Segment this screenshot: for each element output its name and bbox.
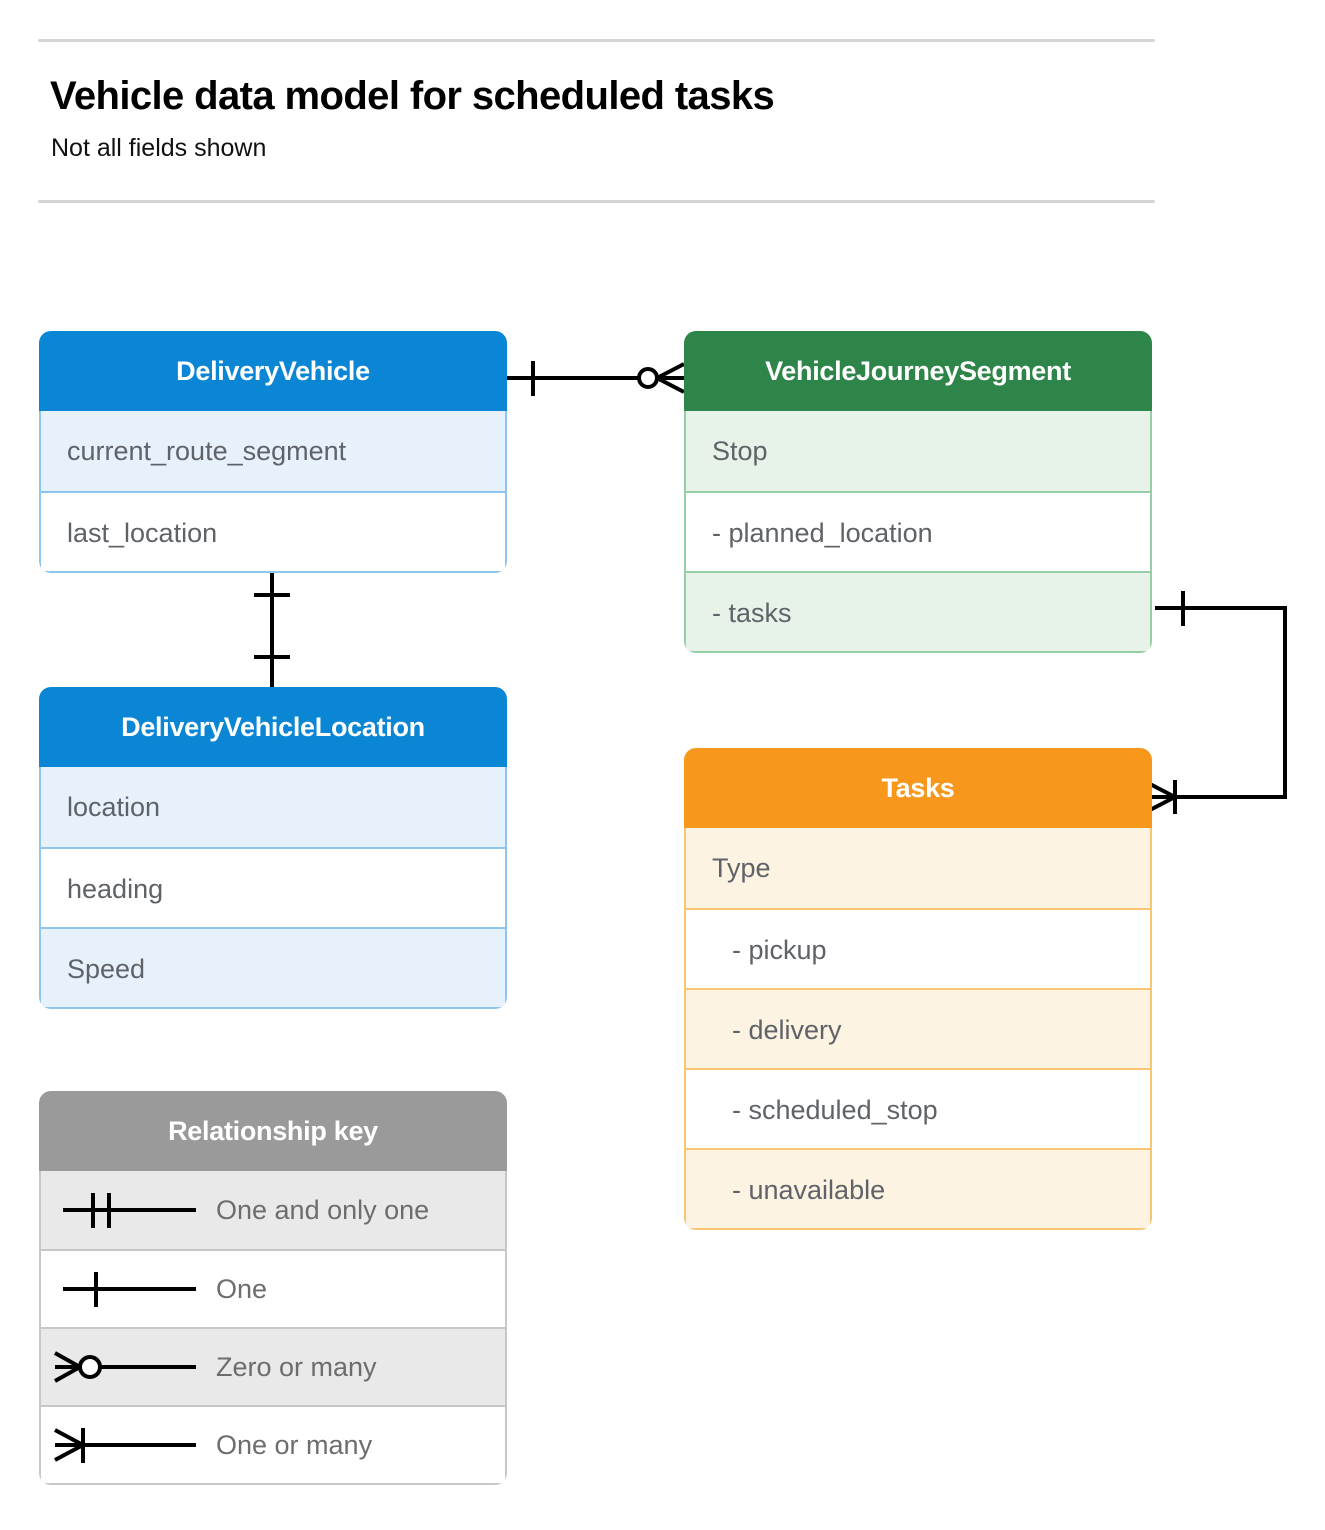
entity-field-row[interactable]: current_route_segment [41,411,505,491]
legend-item-zero-or-many[interactable]: Zero or many [41,1327,505,1405]
entity-field-list: Stop - planned_location - tasks [684,411,1152,653]
legend-list: One and only one One Zero or many [39,1171,507,1485]
one-or-many-icon [54,1428,196,1463]
header-divider-top [38,39,1155,42]
one-icon [63,1272,196,1307]
legend-title: Relationship key [39,1091,507,1171]
connector-deliveryvehicle-journeysegment [507,361,685,396]
legend-item-label: One or many [216,1429,373,1460]
one-and-only-one-icon [63,1193,196,1228]
entity-delivery-vehicle[interactable]: DeliveryVehicle current_route_segment la… [39,331,507,573]
entity-title: VehicleJourneySegment [684,331,1152,411]
entity-field-row[interactable]: heading [41,847,505,927]
connector-deliveryvehicle-vehiclelocation [254,570,290,687]
entity-field-row[interactable]: - delivery [686,988,1150,1068]
entity-field-row[interactable]: location [41,767,505,847]
entity-field-row[interactable]: - scheduled_stop [686,1068,1150,1148]
entity-field-row[interactable]: Type [686,828,1150,908]
entity-field-row[interactable]: - unavailable [686,1148,1150,1228]
connector-journeysegment-tasks [1149,591,1287,814]
entity-field-row[interactable]: Stop [686,411,1150,491]
entity-field-list: Type - pickup - delivery - scheduled_sto… [684,828,1152,1230]
legend-item-label: Zero or many [216,1351,377,1382]
legend-item-one[interactable]: One [41,1249,505,1327]
relationship-key-legend[interactable]: Relationship key One and only one One [39,1091,507,1485]
entity-field-row[interactable]: - pickup [686,908,1150,988]
zero-or-many-icon [54,1351,196,1383]
entity-title: Tasks [684,748,1152,828]
entity-field-row[interactable]: - planned_location [686,491,1150,571]
entity-field-row[interactable]: last_location [41,491,505,571]
entity-field-list: location heading Speed [39,767,507,1009]
legend-item-label: One and only one [216,1194,430,1225]
entity-field-row[interactable]: - tasks [686,571,1150,651]
entity-vehicle-journey-segment[interactable]: VehicleJourneySegment Stop - planned_loc… [684,331,1152,653]
legend-item-one-or-many[interactable]: One or many [41,1405,505,1483]
entity-delivery-vehicle-location[interactable]: DeliveryVehicleLocation location heading… [39,687,507,1009]
entity-title: DeliveryVehicleLocation [39,687,507,767]
page-subtitle: Not all fields shown [51,134,267,162]
entity-field-list: current_route_segment last_location [39,411,507,573]
legend-item-label: One [216,1273,268,1304]
entity-field-row[interactable]: Speed [41,927,505,1007]
entity-tasks[interactable]: Tasks Type - pickup - delivery - schedul… [684,748,1152,1230]
header-divider-bottom [38,200,1155,203]
page-title: Vehicle data model for scheduled tasks [50,74,775,118]
legend-item-one-and-only-one[interactable]: One and only one [41,1171,505,1249]
entity-title: DeliveryVehicle [39,331,507,411]
